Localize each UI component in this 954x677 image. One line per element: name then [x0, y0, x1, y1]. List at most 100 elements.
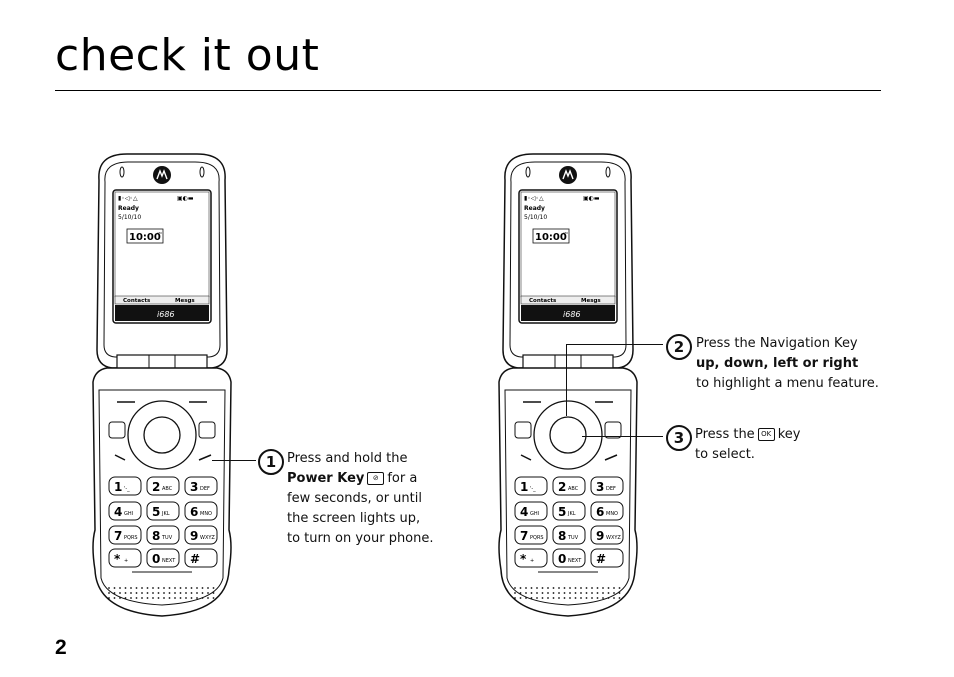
callout-1-text: the screen lights up, [287, 511, 421, 526]
callout-2-text: to highlight a menu feature. [696, 376, 879, 391]
svg-text:1: 1 [520, 480, 528, 494]
keypad-key: 5 JKL [146, 501, 180, 521]
svg-text:#: # [190, 552, 200, 566]
phone-illustration-left: ▮◦◁◦△ ▣◐▬ Ready 5/10/10 10:00 AM Contact… [87, 150, 237, 620]
keypad-key: 2 ABC [552, 476, 586, 496]
svg-text:NEXT: NEXT [162, 558, 176, 564]
callout-3-text: to select. [695, 447, 755, 462]
svg-text:▮◦◁◦△: ▮◦◁◦△ [524, 195, 544, 202]
svg-text:'-_: '-_ [530, 486, 536, 492]
title-rule [55, 90, 881, 91]
keypad-key: * + [514, 548, 548, 568]
page-title: check it out [55, 30, 320, 81]
callout-3-number: 3 [666, 425, 692, 451]
callout-1-text: for a [387, 471, 418, 486]
callout-2-leader-h [566, 344, 663, 345]
svg-text:MNO: MNO [606, 511, 618, 517]
callout-3-leader [582, 436, 663, 437]
svg-text:NEXT: NEXT [568, 558, 582, 564]
svg-text:5/10/10: 5/10/10 [524, 214, 547, 221]
callout-1-number: 1 [258, 449, 284, 475]
keypad-key: 3 DEF [590, 476, 624, 496]
svg-text:2: 2 [152, 480, 160, 494]
svg-text:2: 2 [558, 480, 566, 494]
svg-text:3: 3 [190, 480, 198, 494]
svg-text:7: 7 [114, 529, 122, 543]
svg-text:Contacts: Contacts [529, 298, 557, 304]
keypad-key: 9 WXYZ [184, 525, 218, 545]
callout-1-leader [212, 460, 256, 461]
svg-text:6: 6 [596, 505, 604, 519]
keypad-key: 2 ABC [146, 476, 180, 496]
svg-text:10:00: 10:00 [535, 232, 567, 243]
svg-text:WXYZ: WXYZ [200, 535, 215, 541]
svg-text:7: 7 [520, 529, 528, 543]
svg-text:9: 9 [596, 529, 604, 543]
keypad-key: 6 MNO [590, 501, 624, 521]
callout-2-direction: up, down, left or right [696, 356, 859, 371]
keypad-key: 7 PQRS [108, 525, 142, 545]
svg-text:JKL: JKL [161, 511, 170, 517]
svg-text:4: 4 [520, 505, 528, 519]
svg-text:GHI: GHI [530, 511, 539, 517]
keypad-key: 4 GHI [514, 501, 548, 521]
svg-text:JKL: JKL [567, 511, 576, 517]
keypad-key: # [184, 548, 218, 568]
svg-text:ABC: ABC [162, 486, 173, 492]
callout-1-text: few seconds, or until [287, 491, 422, 506]
callout-3-text: Press the [695, 427, 755, 442]
svg-text:TUV: TUV [567, 535, 579, 541]
svg-text:ABC: ABC [568, 486, 579, 492]
keypad-key: 9 WXYZ [590, 525, 624, 545]
svg-text:i686: i686 [563, 310, 581, 319]
svg-text:*: * [114, 552, 121, 566]
svg-text:0: 0 [152, 552, 160, 566]
callout-3-text: key [777, 427, 801, 442]
keypad-key: 0 NEXT [146, 548, 180, 568]
power-key-label: Power Key [287, 471, 365, 486]
svg-text:WXYZ: WXYZ [606, 535, 621, 541]
svg-text:'-_: '-_ [124, 486, 130, 492]
svg-text:▣◐▬: ▣◐▬ [177, 195, 194, 202]
svg-text:+: + [124, 558, 128, 564]
svg-text:AM: AM [563, 231, 568, 235]
svg-text:Mesgs: Mesgs [175, 298, 195, 304]
callout-2-leader-v [566, 344, 567, 416]
svg-text:GHI: GHI [124, 511, 133, 517]
svg-text:5: 5 [558, 505, 566, 519]
svg-text:Contacts: Contacts [123, 298, 151, 304]
svg-text:*: * [520, 552, 527, 566]
keypad-key: 3 DEF [184, 476, 218, 496]
svg-text:8: 8 [152, 529, 160, 543]
svg-text:+: + [530, 558, 534, 564]
callout-1: 1 Press and hold the Power Key⊘for a few… [258, 449, 434, 549]
keypad-key: 1 '-_ [514, 476, 548, 496]
keypad-key: 8 TUV [146, 525, 180, 545]
svg-text:5/10/10: 5/10/10 [118, 214, 141, 221]
keypad-key: 0 NEXT [552, 548, 586, 568]
svg-text:▣◐▬: ▣◐▬ [583, 195, 600, 202]
keypad-key: 6 MNO [184, 501, 218, 521]
svg-text:AM: AM [157, 231, 162, 235]
svg-text:i686: i686 [157, 310, 175, 319]
svg-text:#: # [596, 552, 606, 566]
page-number: 2 [55, 636, 67, 659]
svg-text:PQRS: PQRS [530, 535, 544, 541]
callout-2-number: 2 [666, 334, 692, 360]
svg-text:DEF: DEF [200, 486, 210, 492]
svg-text:Ready: Ready [524, 205, 545, 212]
phone-illustration-right: ▮◦◁◦△ ▣◐▬ Ready 5/10/10 10:00 AM Contact… [493, 150, 643, 620]
keypad-key: 8 TUV [552, 525, 586, 545]
keypad-key: 5 JKL [552, 501, 586, 521]
svg-text:PQRS: PQRS [124, 535, 138, 541]
keypad-key: # [590, 548, 624, 568]
svg-text:3: 3 [596, 480, 604, 494]
callout-1-text: Press and hold the [287, 451, 408, 466]
svg-text:10:00: 10:00 [129, 232, 161, 243]
power-key-icon: ⊘ [367, 472, 385, 485]
svg-text:0: 0 [558, 552, 566, 566]
callout-2: 2 Press the Navigation Key up, down, lef… [666, 334, 879, 394]
callout-1-text: to turn on your phone. [287, 531, 434, 546]
ok-key-icon: OK [757, 428, 775, 441]
